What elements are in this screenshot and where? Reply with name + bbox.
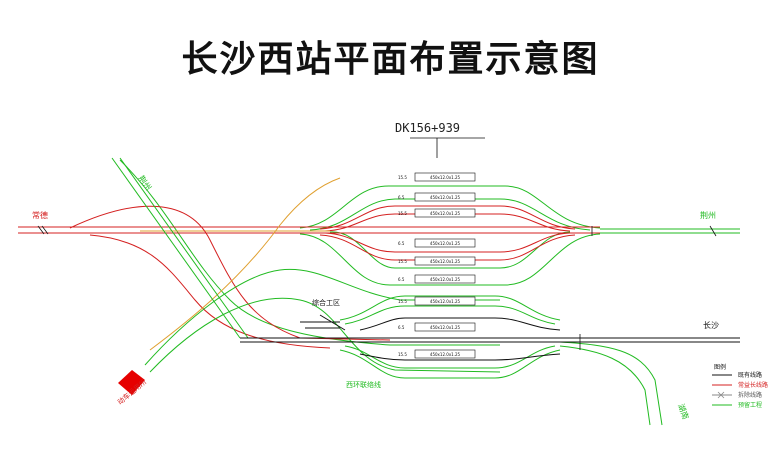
platform-label: 450x12.0x1.25: [430, 195, 461, 200]
platform: [414, 208, 476, 218]
track-width-label: 6.5: [398, 325, 405, 330]
track-width-label: 15.5: [398, 175, 407, 180]
legend-item-removed: 拆除线路: [738, 391, 762, 399]
track-width-label: 6.5: [398, 277, 405, 282]
mileage-label: DK156+939: [395, 121, 461, 135]
signal-marks: [37, 225, 717, 350]
direction-right-bottom: 湖南: [676, 402, 691, 420]
direction-changde: 常德: [32, 210, 48, 220]
platform: [414, 322, 476, 332]
platform: [414, 256, 476, 266]
platform-label: 450x12.0x1.25: [430, 241, 461, 246]
track-width-label: 6.5: [398, 195, 405, 200]
legend-item-changyichang: 常益长线路: [738, 381, 768, 389]
platform-label: 450x12.0x1.25: [430, 211, 461, 216]
track-width-label: 6.5: [398, 241, 405, 246]
track-width-label: 15.5: [398, 211, 407, 216]
lower-green-tracks: [339, 295, 663, 426]
direction-right-top: 荆州: [700, 210, 716, 220]
platform: [414, 238, 476, 248]
platforms: 450x12.0x1.25 15.5 450x12.0x1.25 6.5 450x12.…: [398, 172, 476, 359]
direction-top-green: 荆州: [136, 173, 153, 192]
depot-shape: [118, 370, 145, 395]
platform-label: 450x12.0x1.25: [430, 352, 461, 357]
platform-label: 450x12.0x1.25: [430, 175, 461, 180]
legend-item-existing: 既有线路: [738, 371, 762, 379]
track-width-label: 15.5: [398, 259, 407, 264]
legend: 图例 既有线路 常益长线路 拆除线路 预留工程: [712, 363, 768, 409]
platform-label: 450x12.0x1.25: [430, 259, 461, 264]
track-width-label: 15.5: [398, 299, 407, 304]
page-title: 长沙西站平面布置示意图: [181, 39, 600, 80]
platform: [414, 296, 476, 306]
yellow-connector: [149, 177, 341, 351]
direction-changsha: 长沙: [703, 320, 719, 330]
yard-label: 综合工区: [312, 298, 340, 307]
track-width-label: 15.5: [398, 352, 407, 357]
platform-label: 450x12.0x1.25: [430, 299, 461, 304]
legend-title: 图例: [714, 363, 726, 371]
main-trunk: [18, 226, 740, 234]
top-left-green: [111, 157, 501, 373]
lower-black-tracks: [240, 314, 740, 361]
platform: [414, 192, 476, 202]
platform-label: 450x12.0x1.25: [430, 277, 461, 282]
platform: [414, 349, 476, 359]
platform: [414, 274, 476, 284]
lower-green-note: 西环联络线: [346, 380, 381, 389]
legend-item-reserved: 预留工程: [738, 401, 762, 409]
platform-label: 450x12.0x1.25: [430, 325, 461, 330]
platform: [414, 172, 476, 182]
